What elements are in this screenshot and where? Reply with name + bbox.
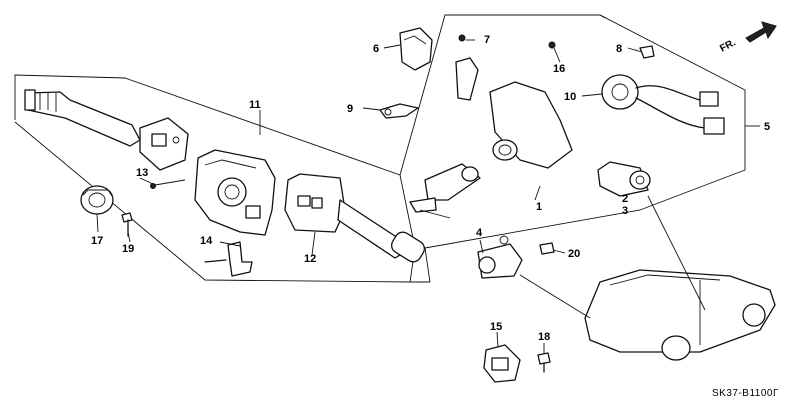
lock-cylinders [477,161,651,279]
callout-15: 15 [490,321,502,333]
front-direction-arrow: FR. [718,21,777,55]
callout-numbers: 1 2 3 4 5 6 7 8 9 10 11 12 13 14 15 16 1… [91,34,770,343]
callout-2: 2 [622,193,628,205]
combination-switch-right [284,173,426,263]
combination-switch-left [24,89,189,171]
callout-3: 3 [622,205,628,217]
callout-14: 14 [200,235,213,247]
callout-13: 13 [136,167,148,179]
callout-17: 17 [91,235,103,247]
callout-9: 9 [347,103,353,115]
small-parts-left [80,179,253,277]
switch-housing [194,149,276,236]
callout-4: 4 [476,227,483,239]
callout-10: 10 [564,91,576,103]
leader-lines [96,39,760,354]
callout-11: 11 [249,99,261,111]
bottom-parts [483,344,551,383]
callout-20: 20 [568,248,580,260]
ignition-switch-assembly [379,27,573,219]
callout-19: 19 [122,243,134,255]
callout-5: 5 [764,121,770,133]
callout-1: 1 [536,201,542,213]
callout-12: 12 [304,253,316,265]
diagram-code: SK37-B1100Γ [712,388,779,399]
callout-7: 7 [484,34,490,46]
fr-label: FR. [718,37,738,54]
callout-18: 18 [538,331,550,343]
vehicle-silhouette [584,269,776,361]
callout-16: 16 [553,63,565,75]
callout-8: 8 [616,43,622,55]
key-switch-harness [601,45,725,135]
callout-6: 6 [373,43,379,55]
group-outline [14,14,746,283]
